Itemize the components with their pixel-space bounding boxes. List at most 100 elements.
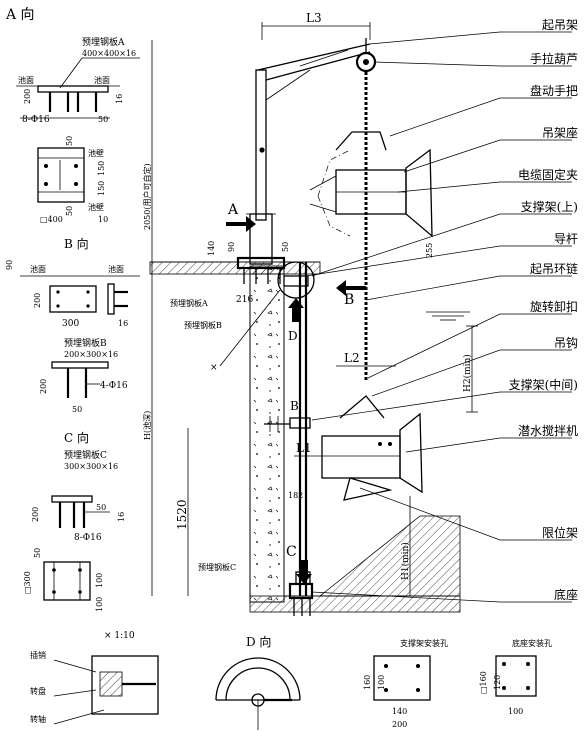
view-a-chibi-1: 池壁 [88, 148, 104, 158]
view-a-dim-10: 10 [98, 215, 108, 224]
base-dim-100: 100 [508, 707, 523, 716]
callout-label: 吊钩 [554, 336, 578, 350]
view-c-title: C 向 [64, 430, 89, 445]
dim-140: 140 [207, 241, 216, 256]
callouts: 起吊架手拉葫芦盘动手把吊架座电缆固定夹支撑架(上)导杆起吊环链旋转卸扣吊钩支撑架… [305, 18, 578, 603]
callout-leader [367, 313, 572, 379]
plate-a-title: 预埋钢板A [82, 36, 125, 48]
callout-label: 起吊架 [542, 18, 578, 32]
dim-90: 90 [227, 242, 236, 252]
view-c-dim-16: 16 [117, 512, 126, 522]
callout-label: 手拉葫芦 [530, 51, 578, 66]
view-c-dim-50b: 50 [33, 548, 42, 558]
callout-leader [311, 213, 572, 277]
view-a-dim-150b: 150 [97, 181, 106, 196]
view-a-section: 预埋钢板A 400×400×16 池面 池面 200 16 8-Φ16 50 5… [16, 36, 140, 224]
mark-d: D [288, 329, 298, 343]
dim-255: 255 [425, 243, 434, 258]
label-shaft: 转轴 [30, 714, 46, 724]
dim-182: 182 [288, 491, 303, 500]
dim-h1: H1(min) [400, 542, 411, 580]
dim-pool-depth: H(池深) [142, 411, 152, 440]
base-dim-120: 120 [493, 675, 502, 690]
callout-leader [311, 391, 572, 421]
dim-l1: L1 [296, 441, 312, 455]
callout-leader [311, 591, 572, 603]
view-b-dim-300: 300 [62, 319, 79, 329]
tag-plate-a: 预埋钢板A [170, 298, 208, 308]
cross-mark: × [210, 363, 218, 373]
callout-leader [365, 275, 572, 301]
main-elevation: A B D B C × L3 2050(用户可自定) H(池深) 1520 14… [142, 11, 478, 616]
mixer-raised [309, 131, 433, 238]
callout-leader [359, 487, 572, 541]
callout-label: 支撑架(中间) [509, 377, 578, 392]
view-a-title: A 向 [5, 7, 35, 23]
plate-a-size: 400×400×16 [82, 49, 136, 58]
dim-l2: L2 [344, 351, 360, 365]
view-c-dim-200: 200 [31, 507, 40, 522]
scale-note: × 1:10 [104, 631, 135, 641]
label-pin: 插销 [30, 650, 46, 660]
view-a-chimian-2: 池面 [94, 75, 110, 85]
view-a-dim-200: 200 [23, 89, 32, 104]
view-b-chimian-2: 池面 [108, 264, 124, 274]
view-b-dim-50: 50 [72, 405, 82, 414]
view-d-detail [215, 657, 301, 730]
mixer-lowered [321, 395, 423, 501]
plate-c-size: 300×300×16 [64, 462, 118, 471]
bracket-dim-100: 100 [377, 675, 386, 690]
callout-label: 电缆固定夹 [518, 167, 578, 182]
callout-leader [403, 139, 572, 173]
view-b-title: B 向 [64, 236, 89, 251]
callout-label: 底座 [554, 587, 578, 602]
view-a-bolts: 8-Φ16 [22, 115, 50, 125]
view-b-bolts: 4-Φ16 [100, 381, 128, 391]
view-a-dim-150: 150 [97, 161, 106, 176]
mark-b2: B [290, 399, 299, 413]
view-b-chimian-1: 池面 [30, 264, 46, 274]
callout-label: 旋转卸扣 [530, 299, 578, 314]
view-a-dim-50c: 50 [65, 206, 74, 216]
view-a-dim-50: 50 [98, 115, 108, 124]
callout-label: 盘动手把 [530, 83, 578, 98]
dim-1520: 1520 [175, 499, 189, 530]
view-b-dim-16: 16 [118, 319, 128, 328]
view-a-sq400: □400 [40, 215, 63, 224]
dim-h2: H2(min) [462, 354, 473, 392]
callout-label: 起吊环链 [530, 261, 578, 276]
view-a-chibi-2: 池壁 [88, 202, 104, 212]
mark-c: C [286, 544, 297, 560]
base-dim-sq160: □160 [479, 671, 488, 694]
dim-l3: L3 [306, 11, 322, 25]
view-c-section: 预埋钢板C 300×300×16 50 16 200 8-Φ16 50 □300… [23, 449, 126, 612]
view-c-sq300: □300 [23, 571, 32, 594]
label-bracket-holes: 支撑架安装孔 [400, 638, 448, 648]
plate-b-size: 200×300×16 [64, 350, 118, 359]
pin-detail: 插销 转盘 转轴 [30, 650, 159, 725]
callout-leader [305, 245, 572, 277]
base-holes-detail: 底座安装孔 □160 120 100 [479, 638, 552, 716]
bracket-dim-140: 140 [392, 707, 407, 716]
label-base-holes: 底座安装孔 [512, 638, 552, 648]
plate-c-title: 预埋钢板C [64, 449, 107, 461]
mark-a: A [227, 202, 239, 218]
view-d-title: D 向 [246, 634, 271, 649]
view-a-chimian-1: 池面 [18, 75, 34, 85]
bracket-holes-detail: 支撑架安装孔 160 100 140 200 [363, 638, 448, 729]
view-a-dim-50b: 50 [65, 136, 74, 146]
callout-label: 支撑架(上) [521, 199, 578, 214]
view-a-dim-16: 16 [115, 94, 124, 104]
view-c-bolts: 8-Φ16 [74, 533, 102, 543]
tag-plate-c: 预埋钢板C [198, 562, 236, 572]
label-disc: 转盘 [30, 686, 46, 696]
bracket-dim-200: 200 [392, 720, 407, 729]
tag-plate-b: 预埋钢板B [184, 320, 222, 330]
view-c-dim-100b: 100 [95, 597, 104, 612]
mark-b: B [344, 292, 354, 308]
callout-label: 潜水搅拌机 [518, 423, 578, 438]
plate-b-title: 预埋钢板B [64, 337, 107, 349]
callout-leader [371, 349, 572, 397]
callout-leader [373, 61, 572, 67]
